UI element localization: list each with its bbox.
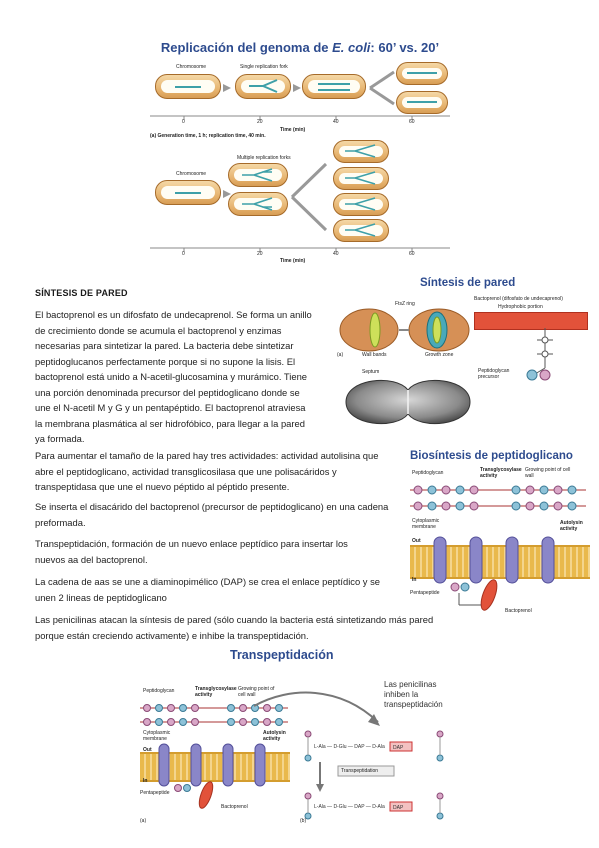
fork-b-4 <box>345 171 376 185</box>
fig4-pointer-arrow <box>253 691 380 726</box>
paragraph-2: Para aumentar el tamaño de la pared hay … <box>35 450 379 492</box>
paragraph-6: Las penicilinas atacan la síntesis de pa… <box>35 614 434 641</box>
fig3-peptidoglycan-label: Peptidoglycan <box>412 470 444 476</box>
time-axis-b <box>150 247 450 252</box>
fig3-out-label: Out <box>412 538 421 544</box>
fig4-peptidoglycan-label: Peptidoglycan <box>143 688 175 694</box>
tick-a-20: 20 <box>257 119 263 125</box>
chromosome-a-2a <box>318 83 350 85</box>
time-label-b: Time (min) <box>280 258 306 264</box>
fig3-title: Biosíntesis de peptidoglicano <box>410 450 573 462</box>
chromosome-label-b: Chromosome <box>176 171 207 177</box>
section-heading: SÍNTESIS DE PARED <box>35 288 128 298</box>
fig4-annotation: Las penicilinas inhiben la transpeptidac… <box>384 680 443 709</box>
time-label-a: Time (min) <box>280 127 306 133</box>
fig3-autolysin-label: Autolysin activity <box>560 520 583 532</box>
fig4-panel-b: (b) <box>300 818 307 824</box>
arrow-b-1 <box>223 190 231 198</box>
fig4-title: Transpeptidación <box>230 648 334 662</box>
fork-b-3 <box>345 144 376 158</box>
svg-text:DAP: DAP <box>393 745 404 751</box>
fig4-bactoprenol-label: Bactoprenol <box>221 804 248 810</box>
phosphate-chain <box>534 328 553 375</box>
tick-b-20: 20 <box>257 251 263 257</box>
fig3-proteins <box>433 536 555 584</box>
fig1-title-italic: E. coli <box>332 40 371 55</box>
fig3-in-label: In <box>412 577 417 583</box>
septum-label: Septum <box>362 369 380 375</box>
bactoprenol-formula-label: Bactoprenol (difosfato de undecaprenol) <box>474 296 563 302</box>
fig1-title-part1: Replicación del genoma de <box>160 40 333 55</box>
fork-b-6 <box>345 223 376 237</box>
fig4-transpeptidation-label: Transpeptidation <box>341 768 379 774</box>
fig4-panel-a: (a) <box>140 818 147 824</box>
fig3-bactoprenol-molecule <box>450 579 498 611</box>
precursor-label: Peptidoglycan precursor <box>478 368 510 380</box>
paragraph-4: Transpeptidación, formación de un nuevo … <box>35 538 348 565</box>
fork-b-5 <box>345 197 376 211</box>
fig1-title: Replicación del genoma de E. coli: 60’ v… <box>120 40 480 55</box>
chromosome-b-0 <box>175 192 201 194</box>
fig4-cytoplasmic-label: Cytoplasmic membrane <box>143 730 171 742</box>
split-arrows-a <box>369 70 395 106</box>
time-axis-a <box>150 115 450 120</box>
paragraph-1: El bactoprenol es un difosfato de undeca… <box>35 309 312 444</box>
panel-a-label-fig2: (a) <box>337 352 344 358</box>
paragraph-5: La cadena de aas se une a diaminopimélic… <box>35 576 380 603</box>
fig4-out-label: Out <box>143 747 152 753</box>
fig4-in-label: In <box>143 778 148 784</box>
fig4-autolysin-label: Autolysin activity <box>263 730 286 742</box>
tick-a-60: 60 <box>409 119 415 125</box>
fig4-peptide-schema: L-Ala — D-Glu — DAP — D-Ala DAP L-Ala — … <box>304 730 444 820</box>
fig4-transglycosylase-label: Transglycosylase activity <box>195 686 237 698</box>
fork-b-2 <box>242 197 273 211</box>
fig3-growing-point-label: Growing point of cell wall <box>525 467 571 479</box>
chromosome-a-2b <box>318 89 350 91</box>
svg-text:DAP: DAP <box>393 805 404 811</box>
hydrophobic-label: Hydrophobic portion <box>498 304 543 310</box>
arrow-a-1 <box>223 84 231 92</box>
caption-a: (a) Generation time, 1 h; replication ti… <box>150 133 266 139</box>
fig4-growing-point-label: Growing point of cell wall <box>238 686 275 698</box>
fig4-proteins <box>158 743 266 787</box>
cell-b-2 <box>228 192 288 216</box>
chromosome-label-a: Chromosome <box>176 64 207 70</box>
fig3-bactoprenol-label: Bactoprenol <box>505 608 532 614</box>
fig3-pentapeptide-label: Pentapeptide <box>410 590 440 596</box>
fig3-glycan-chain <box>410 485 586 511</box>
tick-b-60: 60 <box>409 251 415 257</box>
ftsz-label: FtsZ ring <box>395 301 415 307</box>
cell-b-1 <box>228 163 288 187</box>
hydrophobic-bar <box>474 312 588 330</box>
micrograph-cell <box>345 379 471 425</box>
arrow-a-2 <box>293 84 301 92</box>
chromosome-a-0 <box>175 86 201 88</box>
cell-wall-diagram <box>339 308 470 352</box>
split-arrows-b <box>290 162 328 232</box>
chromosome-a-4 <box>407 101 437 103</box>
fig2-title: Síntesis de pared <box>420 277 516 289</box>
fig3-cytoplasmic-label: Cytoplasmic membrane <box>412 518 440 530</box>
tick-a-0: 0 <box>182 119 185 125</box>
fork-b-1 <box>242 168 273 182</box>
cell-a-2 <box>302 74 366 99</box>
paragraph-3: Se inserta el disacárido del bactoprenol… <box>35 501 389 528</box>
fig4-bactoprenol-molecule <box>174 781 214 809</box>
tick-a-40: 40 <box>333 119 339 125</box>
svg-text:L-Ala — D-Glu — DAP — D-Ala: L-Ala — D-Glu — DAP — D-Ala <box>314 804 385 810</box>
wall-bands-label: Wall bands <box>362 352 387 358</box>
fig4-glycan-chain <box>140 704 288 726</box>
fig1-title-part2: : 60’ vs. 20’ <box>370 40 440 55</box>
growth-zone-label: Growth zone <box>425 352 454 358</box>
precursor-molecule <box>526 369 551 381</box>
fork-a-1 <box>249 79 278 93</box>
fig4-pentapeptide-label: Pentapeptide <box>140 790 170 796</box>
single-fork-label: Single replication fork <box>240 64 288 70</box>
tick-b-0: 0 <box>182 251 185 257</box>
fig3-transglycosylase-label: Transglycosylase activity <box>480 467 522 479</box>
tick-b-40: 40 <box>333 251 339 257</box>
multi-fork-label: Multiple replication forks <box>237 155 291 161</box>
chromosome-a-3 <box>407 72 437 74</box>
svg-text:L-Ala — D-Glu — DAP — D-Ala: L-Ala — D-Glu — DAP — D-Ala <box>314 744 385 750</box>
